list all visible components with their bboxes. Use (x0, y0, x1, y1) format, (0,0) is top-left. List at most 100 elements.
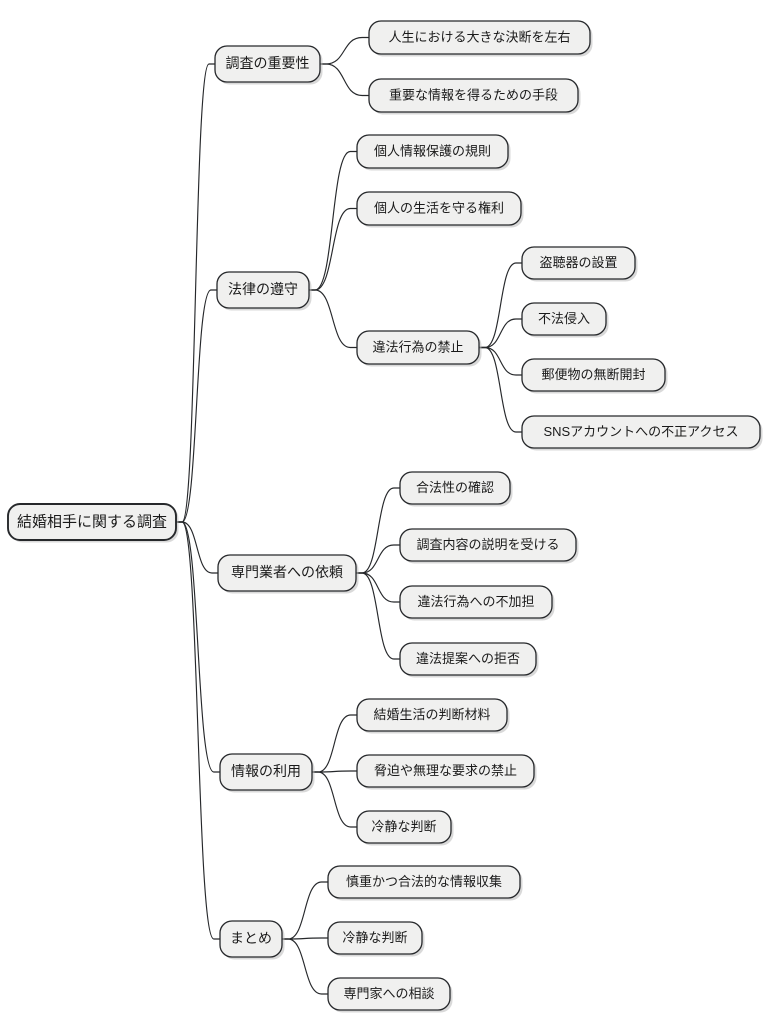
mindmap-node[interactable]: 法律の遵守 (216, 271, 312, 311)
node-box[interactable] (368, 78, 579, 113)
mindmap-node[interactable]: 冷静な判断 (356, 810, 454, 846)
node-box[interactable] (521, 246, 636, 280)
mindmap-edge (311, 714, 358, 773)
node-label: 重要な情報を得るための手段 (389, 87, 558, 102)
node-label: 違法行為への不加担 (417, 594, 534, 609)
mindmap-node[interactable]: 不法侵入 (521, 302, 609, 338)
node-box[interactable] (219, 753, 313, 791)
mindmap-edge (355, 544, 401, 574)
mindmap-node[interactable]: 人生における大きな決断を左右 (368, 20, 593, 57)
node-box[interactable] (327, 921, 423, 955)
node-box[interactable] (356, 191, 522, 226)
mindmap-edge (355, 572, 401, 603)
mindmap-edge (281, 881, 329, 940)
node-label: 専門業者への依頼 (231, 564, 343, 580)
mindmap-edge (355, 572, 401, 660)
mindmap-node[interactable]: まとめ (219, 920, 285, 960)
mindmap-node[interactable]: 違法提案への拒否 (399, 642, 539, 678)
node-label: 調査内容の説明を受ける (416, 537, 559, 552)
node-box[interactable] (216, 271, 310, 309)
mindmap-node[interactable]: 調査内容の説明を受ける (399, 528, 579, 564)
mindmap-node[interactable]: 冷静な判断 (327, 921, 425, 957)
node-label: 慎重かつ合法的な情報収集 (346, 874, 502, 889)
mindmap-root-node[interactable]: 結婚相手に関する調査 (7, 503, 179, 543)
mindmap-edge (319, 36, 370, 65)
node-label: 違法提案への拒否 (416, 651, 520, 666)
mindmap-edge (355, 487, 401, 574)
mindmap-node[interactable]: 盗聴器の設置 (521, 246, 638, 282)
node-label: 個人の生活を守る権利 (374, 200, 504, 215)
node-label: 人生における大きな決断を左右 (388, 29, 570, 44)
node-box[interactable] (399, 642, 537, 676)
mindmap-node[interactable]: 結婚生活の判断材料 (356, 698, 510, 734)
mindmap-node[interactable]: 脅迫や無理な要求の禁止 (356, 754, 537, 790)
node-box[interactable] (217, 554, 357, 592)
mindmap-node[interactable]: 慎重かつ合法的な情報収集 (327, 865, 523, 901)
mindmap-edge (478, 318, 523, 349)
mindmap-edge (308, 207, 358, 291)
node-box[interactable] (327, 865, 521, 899)
mindmap-edge (175, 521, 221, 940)
mindmap-edge (308, 289, 358, 349)
node-box[interactable] (327, 977, 451, 1011)
mindmap-edge (175, 521, 219, 574)
mindmap-edge (319, 63, 370, 97)
mindmap-edge (311, 771, 358, 828)
mindmap-node[interactable]: 専門業者への依頼 (217, 554, 359, 594)
node-box[interactable] (399, 528, 577, 562)
mindmap-edge (175, 63, 216, 523)
mindmap-node[interactable]: 調査の重要性 (214, 45, 323, 85)
node-label: SNSアカウントへの不正アクセス (543, 424, 738, 439)
node-label: 結婚相手に関する調査 (17, 513, 167, 530)
node-box[interactable] (219, 920, 283, 958)
node-label: まとめ (230, 930, 272, 946)
node-label: 情報の利用 (231, 763, 301, 779)
mindmap-node[interactable]: 合法性の確認 (399, 471, 513, 507)
mindmap-edge (478, 346, 523, 376)
node-box[interactable] (7, 503, 177, 541)
mindmap-node[interactable]: 個人の生活を守る権利 (356, 191, 524, 228)
mindmap-node[interactable]: 個人情報保護の規則 (356, 134, 511, 171)
node-label: 調査の重要性 (226, 55, 310, 71)
node-label: 個人情報保護の規則 (374, 143, 491, 158)
mindmap-edge (478, 262, 523, 349)
node-box[interactable] (521, 415, 761, 449)
node-label: 郵便物の無断開封 (541, 367, 645, 382)
edges-layer (175, 36, 523, 995)
node-box[interactable] (356, 754, 535, 788)
mindmap-node[interactable]: SNSアカウントへの不正アクセス (521, 415, 763, 451)
node-label: 脅迫や無理な要求の禁止 (374, 763, 517, 778)
node-box[interactable] (214, 45, 321, 83)
node-box[interactable] (356, 330, 480, 365)
mindmap-edge (175, 289, 218, 523)
node-label: 盗聴器の設置 (539, 255, 617, 270)
node-label: 専門家への相談 (343, 986, 434, 1001)
node-box[interactable] (399, 585, 553, 619)
node-label: 合法性の確認 (416, 480, 494, 495)
mindmap-node[interactable]: 専門家への相談 (327, 977, 453, 1013)
node-box[interactable] (356, 134, 509, 169)
mindmap-node[interactable]: 違法行為の禁止 (356, 330, 482, 367)
node-label: 法律の遵守 (228, 281, 298, 297)
node-box[interactable] (356, 810, 452, 844)
node-label: 冷静な判断 (342, 930, 407, 945)
mindmap-edge (478, 346, 523, 433)
node-box[interactable] (521, 358, 666, 392)
node-box[interactable] (368, 20, 591, 55)
node-box[interactable] (521, 302, 607, 336)
mindmap-node[interactable]: 重要な情報を得るための手段 (368, 78, 581, 115)
mindmap-node[interactable]: 郵便物の無断開封 (521, 358, 668, 394)
mindmap-edge (175, 521, 221, 773)
node-label: 結婚生活の判断材料 (373, 707, 490, 722)
node-label: 不法侵入 (538, 311, 590, 326)
node-box[interactable] (356, 698, 508, 732)
mindmap-node[interactable]: 違法行為への不加担 (399, 585, 555, 621)
mindmap-edge (281, 938, 329, 995)
mindmap-edge (308, 150, 358, 291)
node-label: 冷静な判断 (371, 819, 436, 834)
node-box[interactable] (399, 471, 511, 505)
mindmap-node[interactable]: 情報の利用 (219, 753, 315, 793)
